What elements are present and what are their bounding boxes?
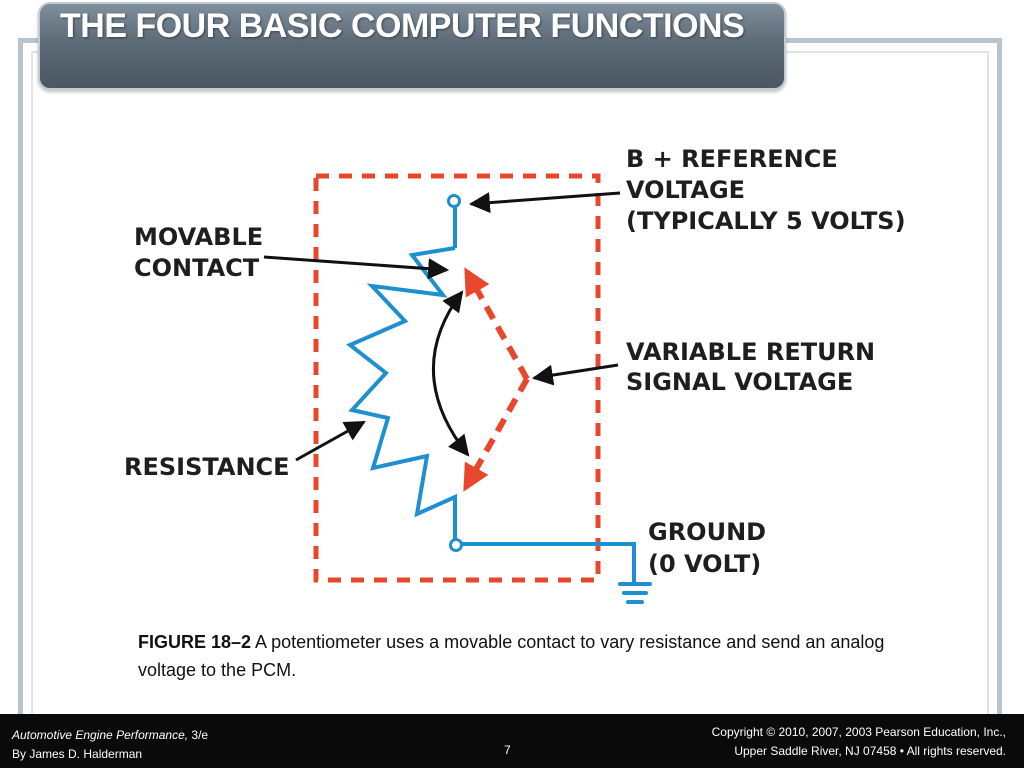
- contact-path-upper: [464, 267, 530, 381]
- title-bar: [38, 2, 786, 90]
- pointer-variable-return: [531, 363, 619, 386]
- copyright-line: Upper Saddle River, NJ 07458 • All right…: [734, 744, 1006, 758]
- label-ground: GROUND (0 VOLT): [648, 518, 766, 578]
- label-line: RESISTANCE: [124, 453, 290, 481]
- footer: Automotive Engine Performance, 3/e By Ja…: [0, 714, 1024, 768]
- pointer-reference: [468, 191, 621, 214]
- pointer-resistance: [295, 420, 366, 462]
- label-line: VARIABLE RETURN: [626, 338, 875, 366]
- label-variable-return: VARIABLE RETURN SIGNAL VOLTAGE: [626, 338, 875, 396]
- pointer-movable-contact: [263, 255, 450, 280]
- potentiometer-housing: [313, 173, 601, 583]
- label-line: GROUND: [648, 518, 766, 546]
- label-line: B + REFERENCE: [626, 145, 838, 173]
- figure-caption: FIGURE 18–2 A potentiometer uses a movab…: [138, 628, 898, 684]
- ground-terminal: [449, 538, 463, 552]
- resistor-element: [346, 246, 457, 520]
- reference-terminal: [447, 194, 461, 208]
- label-reference-voltage: B + REFERENCE VOLTAGE (TYPICALLY 5 VOLTS…: [626, 145, 906, 235]
- ground-wire: [453, 520, 636, 582]
- label-line: CONTACT: [134, 254, 260, 282]
- book-author: By James D. Halderman: [12, 747, 143, 761]
- label-movable-contact: MOVABLE CONTACT: [134, 223, 263, 282]
- contact-path-lower: [463, 377, 530, 492]
- figure-label: FIGURE 18–2: [138, 632, 252, 652]
- book-title: Automotive Engine Performance,: [12, 728, 189, 742]
- label-resistance: RESISTANCE: [124, 453, 290, 481]
- footer-book-info: Automotive Engine Performance, 3/e By Ja…: [12, 726, 208, 764]
- label-line: (0 VOLT): [648, 550, 761, 578]
- book-edition: 3/e: [188, 728, 209, 742]
- label-line: MOVABLE: [134, 223, 263, 251]
- page-number: 7: [504, 743, 511, 757]
- slide-frame: [18, 38, 1002, 722]
- label-line: SIGNAL VOLTAGE: [626, 368, 853, 396]
- travel-arrow: [432, 290, 470, 457]
- copyright-notice: Copyright © 2010, 2007, 2003 Pearson Edu…: [712, 723, 1006, 761]
- ground-symbol: [618, 582, 652, 604]
- caption-text: A potentiometer uses a movable contact t…: [138, 632, 885, 680]
- page-title: THE FOUR BASIC COMPUTER FUNCTIONS: [60, 7, 745, 45]
- copyright-line: Copyright © 2010, 2007, 2003 Pearson Edu…: [711, 725, 1006, 739]
- label-line: (TYPICALLY 5 VOLTS): [626, 207, 906, 235]
- label-line: VOLTAGE: [626, 176, 745, 204]
